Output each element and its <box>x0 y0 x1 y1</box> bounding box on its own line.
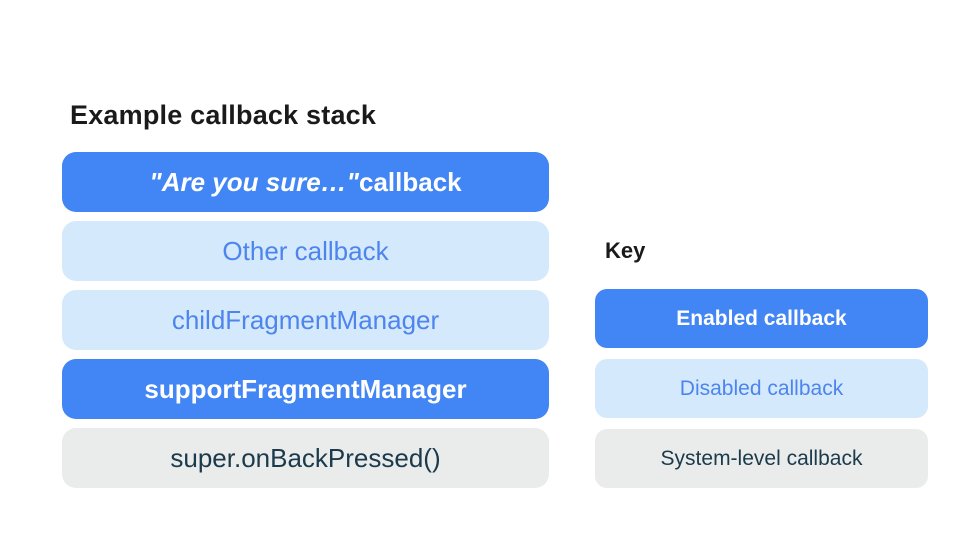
stack-item-label-quoted: "Are you sure…" <box>149 166 359 197</box>
stack-item-other-callback: Other callback <box>62 221 549 281</box>
stack-item-label-rest: callback <box>358 166 462 197</box>
key-item-label: Enabled callback <box>676 306 847 330</box>
stack-item-super-on-back-pressed: super.onBackPressed() <box>62 428 549 488</box>
stack-item-are-you-sure-callback: "Are you sure…" callback <box>62 152 549 212</box>
key-title: Key <box>605 238 646 263</box>
stack-item-label: super.onBackPressed() <box>170 442 441 473</box>
stack-item-label: childFragmentManager <box>171 304 440 335</box>
key-item-enabled-callback: Enabled callback <box>595 289 928 348</box>
key-item-system-level-callback: System-level callback <box>595 429 928 488</box>
key-legend: Enabled callback Disabled callback Syste… <box>595 289 928 488</box>
key-item-disabled-callback: Disabled callback <box>595 359 928 418</box>
key-item-label: System-level callback <box>660 446 863 470</box>
callback-stack: "Are you sure…" callback Other callback … <box>62 152 549 488</box>
stack-item-label: Other callback <box>222 235 389 266</box>
stack-title: Example callback stack <box>70 100 377 130</box>
stack-item-support-fragment-manager: supportFragmentManager <box>62 359 549 419</box>
stack-item-child-fragment-manager: childFragmentManager <box>62 290 549 350</box>
stack-item-label: supportFragmentManager <box>144 373 467 404</box>
key-item-label: Disabled callback <box>679 376 844 400</box>
